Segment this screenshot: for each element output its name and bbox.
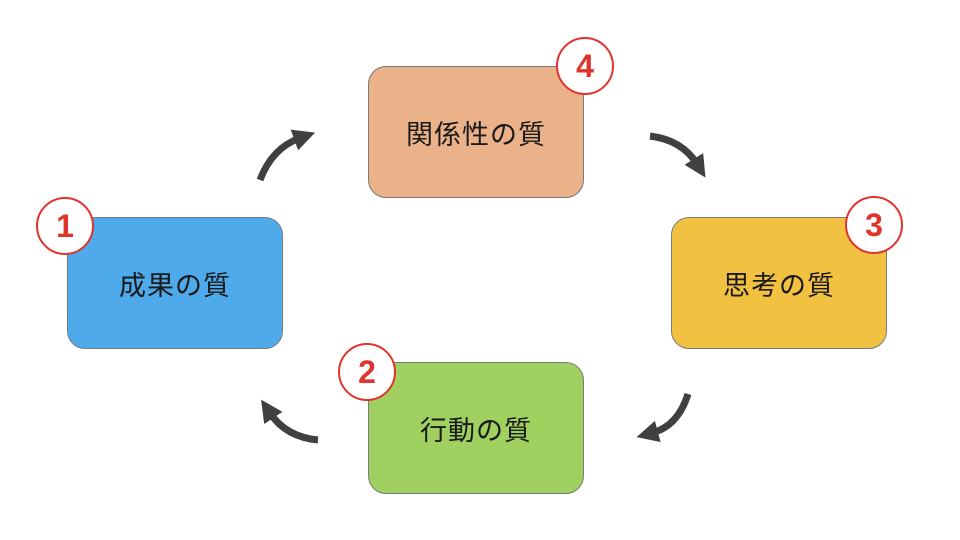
stage-label-4: 関係性の質 [406, 119, 546, 151]
stage-number-badge-1: 1 [36, 197, 94, 255]
stage-box-2: 行動の質 [368, 362, 584, 494]
stage-number-badge-4: 4 [556, 37, 614, 95]
stage-number-badge-2: 2 [338, 343, 396, 401]
arrow-2-to-1 [261, 399, 319, 444]
stage-label-3: 思考の質 [723, 270, 835, 302]
stage-label-1: 成果の質 [119, 270, 231, 302]
stage-number-badge-3: 3 [845, 196, 903, 254]
arrow-3-to-2 [636, 392, 692, 443]
stage-box-1: 成果の質 [67, 217, 283, 349]
stage-label-2: 行動の質 [420, 415, 532, 447]
arrow-1-to-4 [256, 129, 316, 182]
stage-box-4: 関係性の質 [368, 66, 584, 198]
arrow-4-to-3 [649, 132, 706, 178]
